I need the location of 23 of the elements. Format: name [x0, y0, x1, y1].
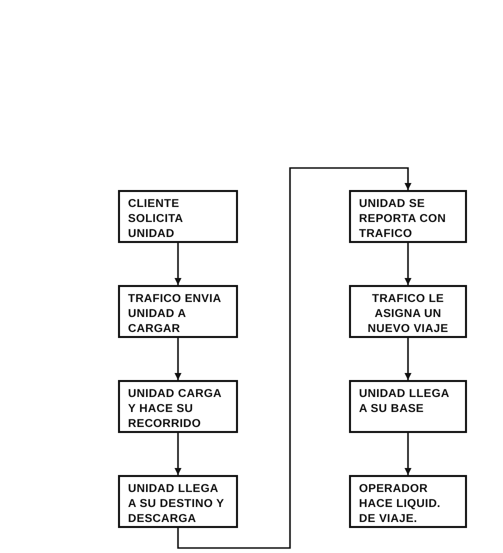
process-box [118, 285, 238, 338]
step-text: UNIDAD LLEGA A SU BASE [359, 387, 450, 417]
step-text: UNIDAD LLEGA A SU DESTINO Y DESCARGA [128, 482, 226, 527]
step-text: TRAFICO LE ASIGNA UN NUEVO VIAJE [366, 292, 450, 337]
process-box [349, 190, 467, 243]
arrow [404, 433, 412, 475]
process-box [118, 190, 238, 243]
arrow [177, 167, 412, 549]
step-text: UNIDAD SE REPORTA CON TRAFICO [359, 197, 447, 242]
process-box [349, 285, 467, 338]
arrow [174, 338, 182, 380]
arrow [404, 243, 412, 285]
process-box [349, 475, 467, 528]
arrow [174, 243, 182, 285]
step-text: OPERADOR HACE LIQUID. DE VIAJE. [359, 482, 442, 527]
process-box [349, 380, 467, 433]
arrow [404, 338, 412, 380]
step-text: UNIDAD CARGA Y HACE SU RECORRIDO [128, 387, 222, 432]
step-text: TRAFICO ENVIA UNIDAD A CARGAR [128, 292, 222, 337]
process-box [118, 475, 238, 528]
process-box [118, 380, 238, 433]
step-text: CLIENTE SOLICITA UNIDAD [128, 197, 184, 242]
arrow [174, 433, 182, 475]
